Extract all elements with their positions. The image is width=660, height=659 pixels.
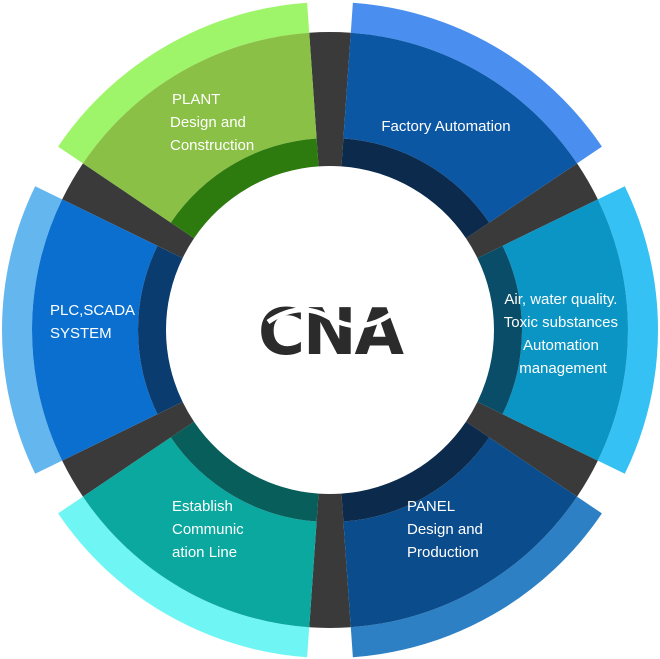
segment-environment-label: Air, water quality. Toxic substances Aut… <box>504 291 622 377</box>
cna-logo: CNA <box>258 296 407 370</box>
segment-communication-outer-arc <box>58 496 310 658</box>
segment-plc-outer-arc <box>2 186 63 474</box>
segment-plc-scada[interactable]: PLC,SCADA SYSTEM <box>2 186 183 474</box>
segment-factory-main <box>343 32 578 223</box>
segment-separator <box>309 493 351 628</box>
segment-factory-automation[interactable]: Factory Automation <box>341 2 602 239</box>
segment-factory-outer-arc <box>350 2 602 164</box>
segment-plant-main <box>82 32 317 223</box>
segment-panel-design[interactable]: PANEL Design and Production <box>341 421 602 658</box>
segment-plant-label: PLANT Design and Construction <box>170 91 254 154</box>
segment-factory-inner-arc <box>341 138 490 239</box>
segment-separators <box>62 31 598 628</box>
segment-separator <box>465 163 598 259</box>
segment-plc-label: PLC,SCADA SYSTEM <box>50 302 138 342</box>
segment-separator <box>62 163 195 259</box>
segment-plant-inner-arc <box>170 138 319 239</box>
segment-plc-main <box>32 199 158 461</box>
segment-environment-inner-arc <box>477 245 522 415</box>
segment-plant-design[interactable]: PLANT Design and Construction <box>58 2 319 239</box>
segment-environment-outer-arc <box>597 186 658 474</box>
segment-communication-main <box>82 437 317 628</box>
segment-panel-outer-arc <box>350 496 602 658</box>
segment-communication-label: Establish Communic ation Line <box>172 498 248 561</box>
segment-panel-label: PANEL Design and Production <box>407 498 487 561</box>
segment-factory-label: Factory Automation <box>381 118 510 135</box>
segment-environment-automation[interactable]: Air, water quality. Toxic substances Aut… <box>477 186 658 474</box>
segment-plc-inner-arc <box>138 245 183 415</box>
segment-plant-outer-arc <box>58 2 310 164</box>
segment-separator <box>465 401 598 497</box>
segment-separator <box>62 401 195 497</box>
segment-separator <box>309 31 351 167</box>
segment-environment-main <box>502 199 628 461</box>
segment-communication-line[interactable]: Establish Communic ation Line <box>58 421 319 658</box>
segment-panel-inner-arc <box>341 421 490 522</box>
segment-communication-inner-arc <box>170 421 319 522</box>
center-circle <box>182 182 478 478</box>
segment-panel-main <box>343 437 578 628</box>
logo-swoosh <box>266 307 396 329</box>
svg-text:CNA: CNA <box>258 296 405 370</box>
